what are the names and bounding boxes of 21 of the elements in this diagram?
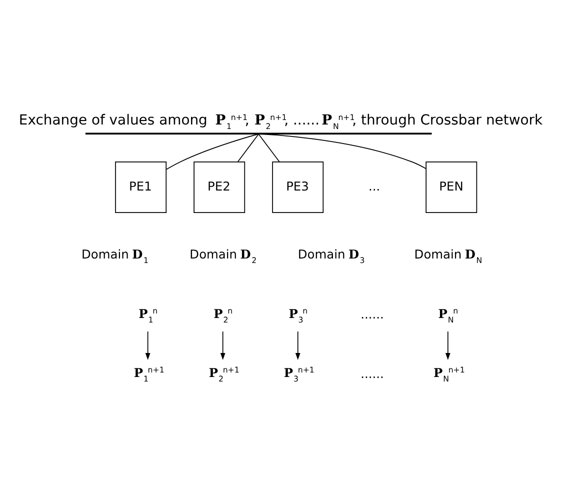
connector bbox=[258, 134, 426, 170]
node-box: PEN bbox=[426, 162, 478, 213]
arrow bbox=[295, 331, 300, 360]
arrow bbox=[145, 331, 150, 360]
connector bbox=[258, 134, 280, 162]
node-label: Domain D$_{3}$ bbox=[298, 248, 365, 266]
label: ...... bbox=[360, 367, 384, 382]
node-box: PE1 bbox=[115, 162, 167, 213]
node-bar bbox=[85, 132, 432, 134]
connector bbox=[166, 134, 259, 170]
node-label: Domain D$_{2}$ bbox=[190, 248, 257, 266]
node-label: Domain D$_{1}$ bbox=[82, 248, 148, 266]
label: ...... bbox=[360, 308, 384, 322]
node-box: PE2 bbox=[194, 162, 246, 213]
connector bbox=[237, 134, 259, 162]
label: ... bbox=[368, 179, 380, 194]
diagram-title: Exchange of values among P$_{1}$$^{n+1}$, P$_{2}$$^{n+1}$, ......P$_{N}$$^{n+1}$, through Crossbar network bbox=[18, 112, 543, 131]
arrow bbox=[220, 331, 226, 360]
node-box: PE3 bbox=[272, 162, 324, 213]
arrow bbox=[445, 331, 450, 360]
node-label: Domain D$_{N}$ bbox=[414, 248, 482, 266]
